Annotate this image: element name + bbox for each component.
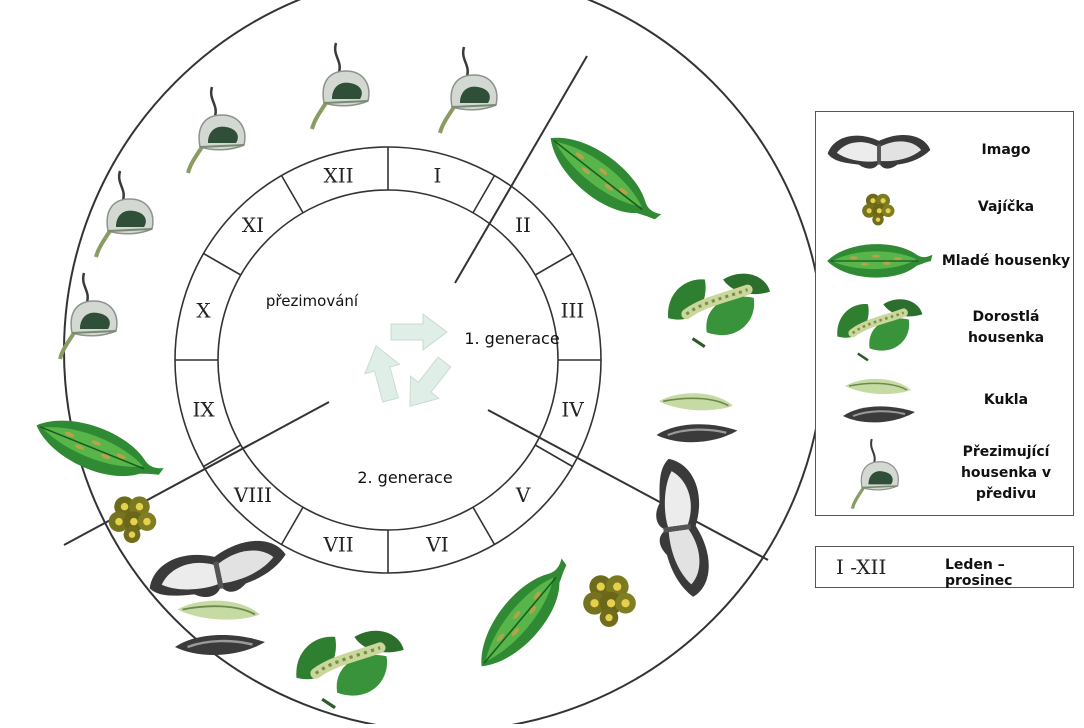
month-label-iv: IV [561, 397, 584, 421]
month-divider [535, 254, 572, 276]
month-label-vii: VII [322, 532, 353, 556]
month-label-ix: IX [192, 397, 215, 421]
overwintering-caterpillar-icon [96, 171, 153, 257]
legend-label-overwintering-caterpillar: Přezimující housenka v předivu [941, 442, 1071, 505]
eggs-icon [109, 496, 157, 543]
legend-row-pupa: Kukla [816, 370, 1075, 430]
month-label-xii: XII [324, 164, 354, 188]
moth-icon [824, 120, 934, 180]
legend-label-imago: Imago [941, 140, 1071, 161]
young-caterpillars-leaf-icon [538, 121, 670, 237]
legend-label-young-caterpillars: Mladé housenky [941, 251, 1071, 272]
legend-row-overwintering-caterpillar: Přezimující housenka v předivu [816, 434, 1075, 512]
month-key: I -XII Leden – prosinec [815, 546, 1074, 588]
month-divider [535, 445, 572, 467]
month-label-ii: II [515, 213, 531, 237]
grown-caterpillar-icon [668, 274, 770, 347]
legend-row-young-caterpillars: Mladé housenky [816, 234, 1075, 288]
pupa-icon [657, 393, 738, 442]
pupa-icon [824, 370, 934, 430]
legend-label-grown-caterpillar: Dorostlá housenka [941, 307, 1071, 349]
cycle-arrow-icon [396, 351, 459, 417]
label-generation-2: 2. generace [357, 468, 452, 487]
overwintering-caterpillar-icon [312, 43, 369, 129]
legend-label-pupa: Kukla [941, 390, 1071, 411]
month-key-text: Leden – prosinec [945, 557, 1073, 589]
young-caterpillars-leaf-icon [465, 550, 584, 680]
eggs-icon [583, 575, 636, 627]
young-caterpillars-leaf-icon [824, 234, 934, 288]
month-label-viii: VIII [233, 483, 272, 507]
grown-caterpillar-icon [824, 294, 934, 362]
label-overwintering: přezimování [266, 292, 359, 310]
label-generation-1: 1. generace [464, 329, 559, 348]
overwintering-caterpillar-icon [188, 87, 245, 173]
month-label-iii: III [561, 299, 585, 323]
cycle-arrow-icon [391, 314, 447, 350]
legend-row-eggs: Vajíčka [816, 188, 1075, 226]
legend-label-eggs: Vajíčka [941, 197, 1071, 218]
month-divider [282, 176, 304, 213]
month-label-vi: VI [425, 532, 448, 556]
month-label-i: I [433, 164, 441, 188]
overwintering-caterpillar-icon [440, 47, 497, 133]
month-label-x: X [196, 299, 211, 323]
legend: Imago Vajíčka Mladé housenky Dorostlá ho… [815, 111, 1074, 516]
cycle-arrow-icon [359, 341, 408, 404]
month-divider [204, 445, 241, 467]
month-divider [204, 254, 241, 276]
month-divider [473, 176, 495, 213]
grown-caterpillar-icon [296, 631, 403, 708]
month-label-xi: XI [242, 213, 264, 237]
overwintering-caterpillar-icon [60, 273, 117, 359]
legend-row-grown-caterpillar: Dorostlá housenka [816, 294, 1075, 362]
month-divider [473, 507, 495, 544]
month-divider [282, 507, 304, 544]
moth-icon [144, 535, 290, 609]
pupa-icon [175, 601, 265, 655]
month-label-v: V [515, 483, 531, 507]
eggs-icon [824, 188, 934, 226]
legend-row-imago: Imago [816, 120, 1075, 180]
young-caterpillars-leaf-icon [29, 405, 169, 495]
moth-icon [648, 455, 713, 600]
month-key-range: I -XII [836, 555, 886, 579]
overwintering-caterpillar-icon [824, 434, 934, 512]
